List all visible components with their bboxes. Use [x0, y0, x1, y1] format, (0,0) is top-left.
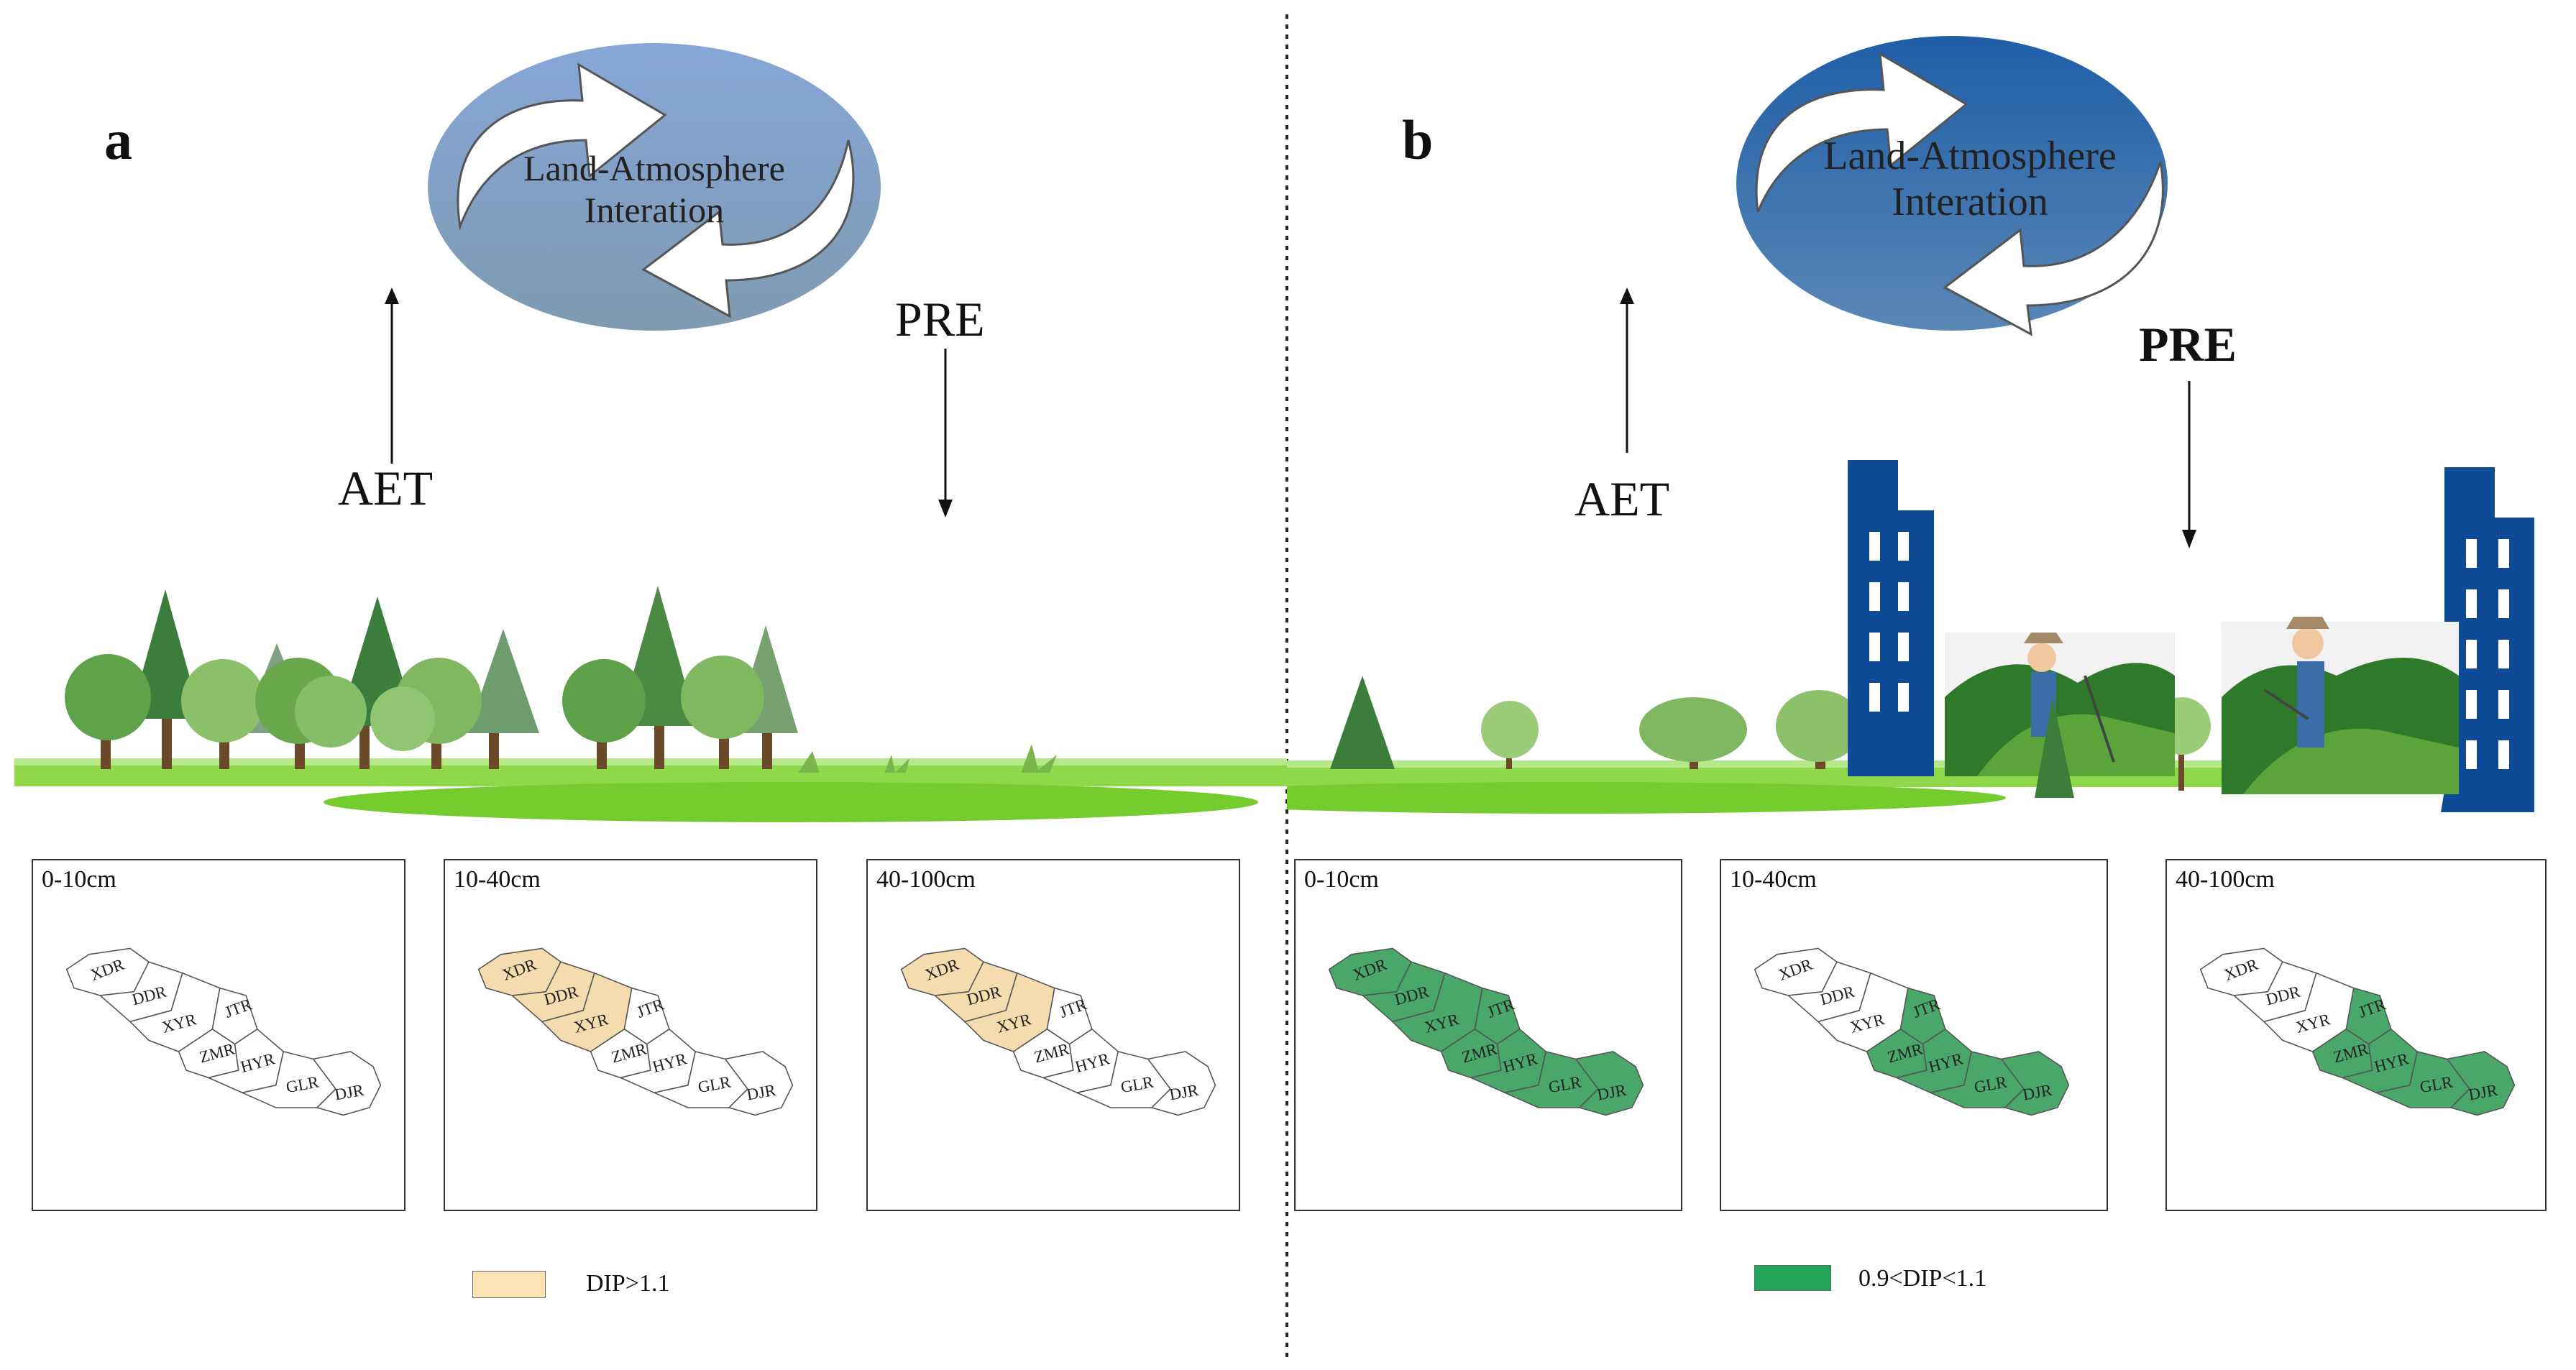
legend-swatch-b: [1754, 1265, 1831, 1291]
cycle-arrow-icon: [457, 63, 855, 318]
depth-label: 0-10cm: [42, 866, 116, 893]
depth-label: 40-100cm: [2176, 866, 2275, 893]
bubble-b-line1: Land-Atmosphere: [1823, 134, 2117, 178]
forest-landscape-a: [14, 586, 1287, 822]
pre-arrow-a: [938, 349, 953, 518]
region-djr: [2000, 1051, 2070, 1116]
depth-label: 40-100cm: [876, 866, 976, 893]
pre-label-b: PRE: [2139, 317, 2237, 372]
depth-label: 10-40cm: [1730, 866, 1817, 893]
aet-arrow-a: [385, 288, 399, 464]
region-djr: [2446, 1051, 2516, 1116]
bubble-a-line2: Interation: [584, 190, 725, 230]
panel-a-letter: a: [104, 109, 132, 171]
urban-farm-landscape-b: [1287, 460, 2534, 814]
pre-label-a: PRE: [895, 292, 985, 346]
bubble-a-line1: Land-Atmosphere: [523, 148, 785, 188]
farmer-field-icon: [1945, 617, 2459, 798]
aet-label-a: AET: [338, 461, 434, 515]
legend-label-a: DIP>1.1: [586, 1270, 670, 1297]
tree-icon: [1330, 676, 2211, 791]
region-djr: [724, 1051, 794, 1116]
panel-b-letter: b: [1402, 109, 1434, 171]
aet-arrow-b: [1620, 288, 1634, 453]
building-icon: [1848, 460, 2534, 812]
pre-arrow-b: [2182, 381, 2196, 548]
region-djr: [1575, 1051, 1644, 1116]
region-djr: [1147, 1051, 1216, 1116]
land-atmosphere-bubble-a: [428, 43, 881, 331]
legend-swatch-a: [472, 1271, 546, 1298]
aet-label-b: AET: [1575, 472, 1670, 526]
region-djr: [312, 1051, 382, 1116]
tree-icon: [65, 586, 798, 769]
bubble-b-line2: Interation: [1892, 180, 2048, 224]
cycle-arrow-icon: [1755, 52, 2164, 336]
legend-label-b: 0.9<DIP<1.1: [1858, 1265, 1987, 1292]
land-atmosphere-bubble-b: [1736, 36, 2168, 336]
depth-label: 10-40cm: [454, 866, 541, 893]
depth-label: 0-10cm: [1304, 866, 1379, 893]
